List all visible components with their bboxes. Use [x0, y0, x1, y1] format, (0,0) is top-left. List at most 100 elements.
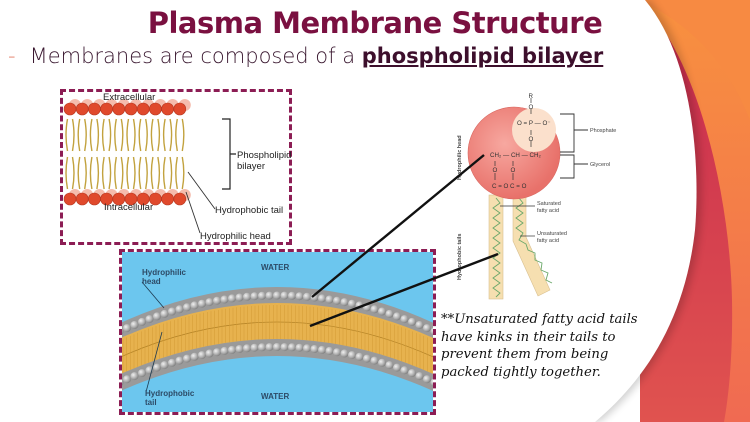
lipid-tail [150, 118, 154, 152]
bilayer-diagram [63, 99, 236, 234]
chem-glycerol-row: CH₂ — CH — CH₂ [490, 152, 541, 159]
chem-formula: R O O = P — O⁻ O CH₂ — CH — CH₂ O O C = … [490, 93, 551, 190]
unsaturated-chain [515, 197, 553, 284]
curved-tail-label: Hydrophobic tail [145, 389, 194, 407]
water-bottom-label: WATER [261, 392, 290, 401]
lipid-tail [181, 156, 185, 190]
chem-bonds [494, 98, 532, 180]
membrane-head-bead [183, 354, 191, 363]
chem-o1: O [529, 104, 534, 111]
membrane-head-bead [408, 369, 416, 378]
lipid-head [63, 102, 77, 116]
lipid-tail [157, 118, 161, 152]
lipid-tail [96, 118, 100, 152]
membrane-head-bead [205, 298, 214, 307]
membrane-head-bead [168, 307, 176, 316]
membrane-head-bead [175, 356, 184, 365]
extracellular-label: Extracellular [103, 92, 156, 103]
curved-head-label: Hydrophilic head [142, 268, 186, 286]
membrane-head-bead [348, 351, 356, 360]
curved-head-label-line1: Hydrophilic [142, 268, 187, 277]
membrane-head-bead [273, 343, 281, 351]
membrane-head-bead [355, 352, 364, 361]
membrane-head-bead [303, 292, 311, 301]
lipid-head [75, 102, 89, 116]
lipid-tail [96, 156, 100, 190]
chem-o3: O [493, 167, 498, 174]
unsaturated-label-line2: fatty acid [537, 238, 559, 244]
membrane-head-bead [123, 324, 131, 333]
phospholipid-label-line2: bilayer [237, 161, 265, 172]
membrane-head-bead [160, 309, 169, 318]
membrane-head-bead [363, 354, 371, 363]
lipid-tail [77, 156, 81, 190]
membrane-head-bead [415, 372, 424, 381]
lipid-tail [114, 118, 117, 152]
membrane-head-bead [175, 305, 184, 314]
membrane-head-bead [348, 299, 356, 308]
lipid-tail [65, 118, 69, 152]
lipid-head [100, 102, 113, 116]
membrane-head-bead [363, 303, 371, 312]
membrane-head-bead [325, 346, 334, 355]
note-line-4: packed tightly together. [441, 364, 601, 380]
chem-o2: O [529, 136, 534, 143]
membrane-head-bead [393, 312, 401, 321]
lipid-head [161, 192, 174, 206]
membrane-head-bead [430, 378, 433, 387]
membrane-head-bead [205, 349, 214, 358]
phosphate-label: Phosphate [590, 128, 616, 134]
lipid-head [136, 102, 150, 116]
membrane-head-bead [310, 293, 319, 302]
curved-tail-label-line1: Hydrophobic [145, 389, 195, 398]
chem-phosphate-row: O = P — O⁻ [517, 120, 551, 127]
membrane-head-bead [423, 375, 431, 384]
membrane-head-bead [213, 296, 221, 305]
bullet-dash: - [8, 44, 16, 68]
lipid-head [88, 192, 101, 206]
lipid-tail [108, 156, 112, 190]
chem-r: R [529, 93, 534, 100]
lipid-tail [120, 118, 124, 152]
lipid-head [161, 102, 174, 116]
membrane-head-bead [318, 294, 326, 303]
bullet-text: Membranes are composed of a [29, 44, 362, 68]
chem-ester-row: C = O C = O [492, 183, 527, 190]
membrane-head-bead [370, 356, 379, 365]
membrane-head-bead [295, 292, 304, 301]
membrane-head-bead [190, 301, 199, 310]
bilayer-diagram-frame [60, 89, 292, 245]
membrane-head-bead [122, 379, 124, 386]
saturated-label-line1: Saturated [537, 201, 561, 207]
lipid-tail [89, 118, 93, 152]
chem-o4: O [511, 167, 516, 174]
lipid-tail [71, 156, 75, 190]
lipid-tail [145, 118, 148, 152]
membrane-head-bead [280, 291, 289, 300]
lipid-tail [162, 118, 166, 152]
membrane-head-bead [153, 312, 161, 321]
membrane-head-bead [190, 352, 199, 361]
membrane-head-bead [400, 366, 409, 375]
membrane-head-bead [145, 315, 154, 324]
membrane-head-bead [198, 299, 206, 308]
membrane-head-bead [333, 348, 341, 357]
head-pointer-line [185, 191, 201, 234]
slide-title: Plasma Membrane Structure [147, 6, 603, 40]
bilayer-bracket [222, 118, 236, 190]
membrane-head-bead [400, 315, 409, 324]
membrane-head-bead [430, 327, 433, 336]
hydrophilic-head-label: Hydrophilic head [200, 231, 271, 242]
membrane-head-bead [130, 372, 139, 381]
lipid-head [88, 102, 101, 116]
membrane-head-bead [303, 344, 311, 353]
membrane-head-bead [243, 292, 251, 301]
saturated-label-line2: fatty acid [537, 208, 559, 214]
note-line-1: **Unsaturated fatty acid tails [441, 312, 638, 327]
lipid-head [149, 102, 162, 116]
lipid-tail [114, 156, 117, 190]
membrane-head-bead [138, 369, 146, 378]
membrane-head-bead [168, 358, 176, 367]
phospholipid-label-line1: Phospholipid [237, 150, 292, 161]
membrane-head-bead [393, 363, 401, 372]
